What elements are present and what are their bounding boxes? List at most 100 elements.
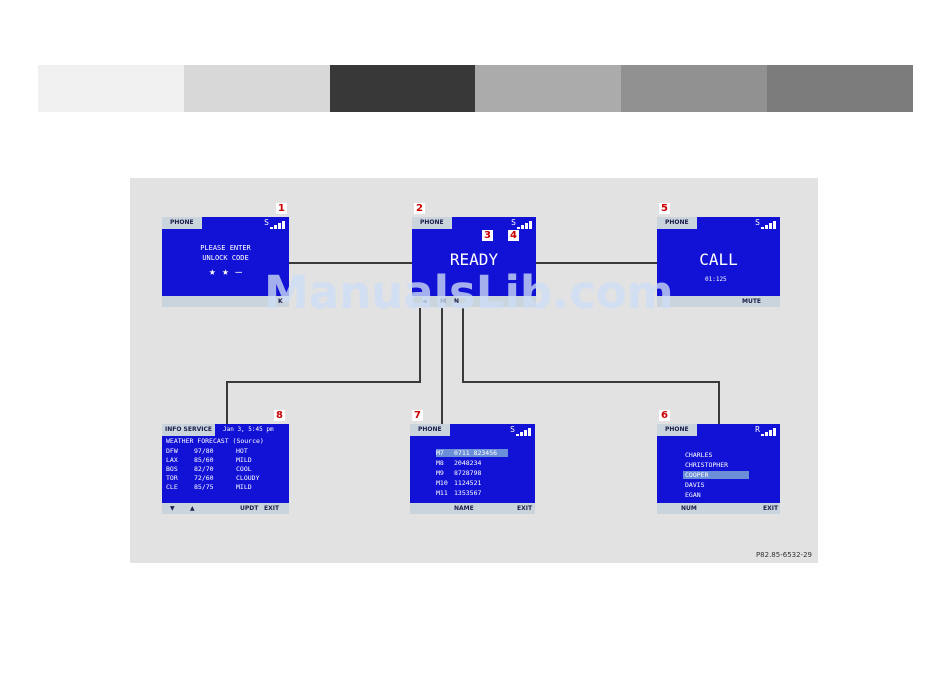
temperature: 72/60 (194, 474, 214, 482)
softkey-exit[interactable]: EXIT (763, 505, 779, 512)
swatch-2 (183, 65, 330, 112)
swatch-5 (621, 65, 768, 112)
screen-header: PHONE S (657, 217, 780, 229)
signal-bar-icon (769, 223, 772, 229)
signal-bar-icon (516, 434, 519, 436)
softkey-num[interactable]: NUM (681, 505, 697, 512)
memory-code: M9 (436, 469, 444, 477)
signal-bar-icon (773, 221, 776, 229)
signal-bar-icon (773, 428, 776, 436)
softkey-left[interactable]: ◄ (422, 298, 427, 305)
city: DFW (166, 447, 178, 455)
city: LAX (166, 456, 178, 464)
connector-2-6-drop (718, 381, 720, 426)
screen-footer: ◄ M N (412, 296, 536, 307)
screen-footer: K (162, 296, 289, 307)
screen-name-list: PHONE R CHARLES CHRISTOPHER COOPER DAVIS… (657, 424, 780, 514)
list-item[interactable]: EGAN (685, 491, 701, 499)
screen-header: PHONE S (162, 217, 289, 229)
screen-footer: NAME EXIT (410, 503, 535, 514)
grayscale-swatch-bar (38, 65, 913, 112)
screen-header: INFO SERVICE Jan 3, 5:45 pm (162, 424, 289, 436)
temperature: 97/80 (194, 447, 214, 455)
softkey-right[interactable]: N (454, 298, 460, 305)
screen-footer: NUM EXIT (657, 503, 780, 514)
scroll-up-icon[interactable]: ▲ (190, 505, 195, 512)
service-letter: R (755, 425, 760, 434)
callout-8: 8 (274, 410, 285, 421)
header-label: PHONE (657, 217, 697, 229)
signal-bar-icon (270, 227, 273, 229)
memory-code: M7 (436, 449, 444, 457)
swatch-3 (329, 65, 476, 112)
service-letter: S (510, 425, 515, 434)
phone-number: 1353567 (454, 489, 482, 497)
callout-6: 6 (659, 410, 670, 421)
temperature: 82/70 (194, 465, 214, 473)
memory-code: M8 (436, 459, 444, 467)
signal-bar-icon (517, 227, 520, 229)
signal-status: S (755, 217, 776, 229)
prompt-line-1: PLEASE ENTER (200, 244, 251, 252)
screen-header: PHONE R (657, 424, 780, 436)
screen-info-service: INFO SERVICE Jan 3, 5:45 pm WEATHER FORE… (162, 424, 289, 514)
status-main: READY (449, 250, 499, 269)
list-item[interactable]: CHRISTOPHER (685, 461, 729, 469)
signal-bar-icon (528, 428, 531, 436)
city: BOS (166, 465, 178, 473)
date-time: Jan 3, 5:45 pm (223, 426, 274, 433)
list-item[interactable]: DAVIS (685, 481, 705, 489)
condition: MILD (236, 483, 252, 491)
table-row: TOR 72/60 CLOUDY (166, 474, 259, 482)
softkey-right[interactable]: K (278, 298, 283, 305)
softkey-right[interactable]: MUTE (742, 298, 762, 305)
signal-status: R (755, 424, 776, 436)
condition: COOL (236, 465, 252, 473)
softkey-exit[interactable]: EXIT (517, 505, 533, 512)
temperature: 85/75 (194, 483, 214, 491)
header-label: PHONE (410, 424, 450, 436)
callout-2: 2 (414, 203, 425, 214)
connector-2-7 (441, 308, 443, 424)
signal-bar-icon (765, 225, 768, 229)
signal-bar-icon (274, 225, 277, 229)
softkey-updt[interactable]: UPDT (240, 505, 259, 512)
connector-2-8-drop (226, 381, 228, 426)
condition: CLOUDY (236, 474, 260, 482)
softkey-name[interactable]: NAME (454, 505, 474, 512)
table-row: DFW 97/80 HOT (166, 447, 248, 455)
signal-bar-icon (765, 432, 768, 436)
signal-status: S (510, 424, 531, 436)
list-item[interactable]: CHARLES (685, 451, 713, 459)
swatch-1 (38, 65, 184, 112)
condition: HOT (236, 447, 248, 455)
signal-bar-icon (769, 430, 772, 436)
figure-reference: P82.85-6532-29 (755, 551, 812, 559)
connector-2-8-h (226, 381, 421, 383)
header-label: PHONE (162, 217, 202, 229)
screen-footer: MUTE (657, 296, 780, 307)
prompt-line-2: UNLOCK CODE (202, 254, 249, 262)
header-label: PHONE (412, 217, 452, 229)
softkey-exit[interactable]: EXIT (264, 505, 280, 512)
header-label: INFO SERVICE (162, 424, 215, 436)
phone-number: 1124521 (454, 479, 482, 487)
forecast-title: WEATHER FORECAST (Source) (166, 437, 264, 445)
status-main: CALL (699, 250, 738, 269)
scroll-down-icon[interactable]: ▼ (170, 505, 175, 512)
screen-unlock: PHONE S PLEASE ENTER UNLOCK CODE ★ ★ — K (162, 217, 289, 307)
softkey-mid[interactable]: M (440, 298, 446, 305)
callout-4: 4 (508, 230, 519, 241)
city: TOR (166, 474, 178, 482)
swatch-6 (767, 65, 913, 112)
callout-3: 3 (482, 230, 493, 241)
signal-bar-icon (520, 432, 523, 436)
list-item-selected[interactable]: COOPER (683, 471, 749, 479)
